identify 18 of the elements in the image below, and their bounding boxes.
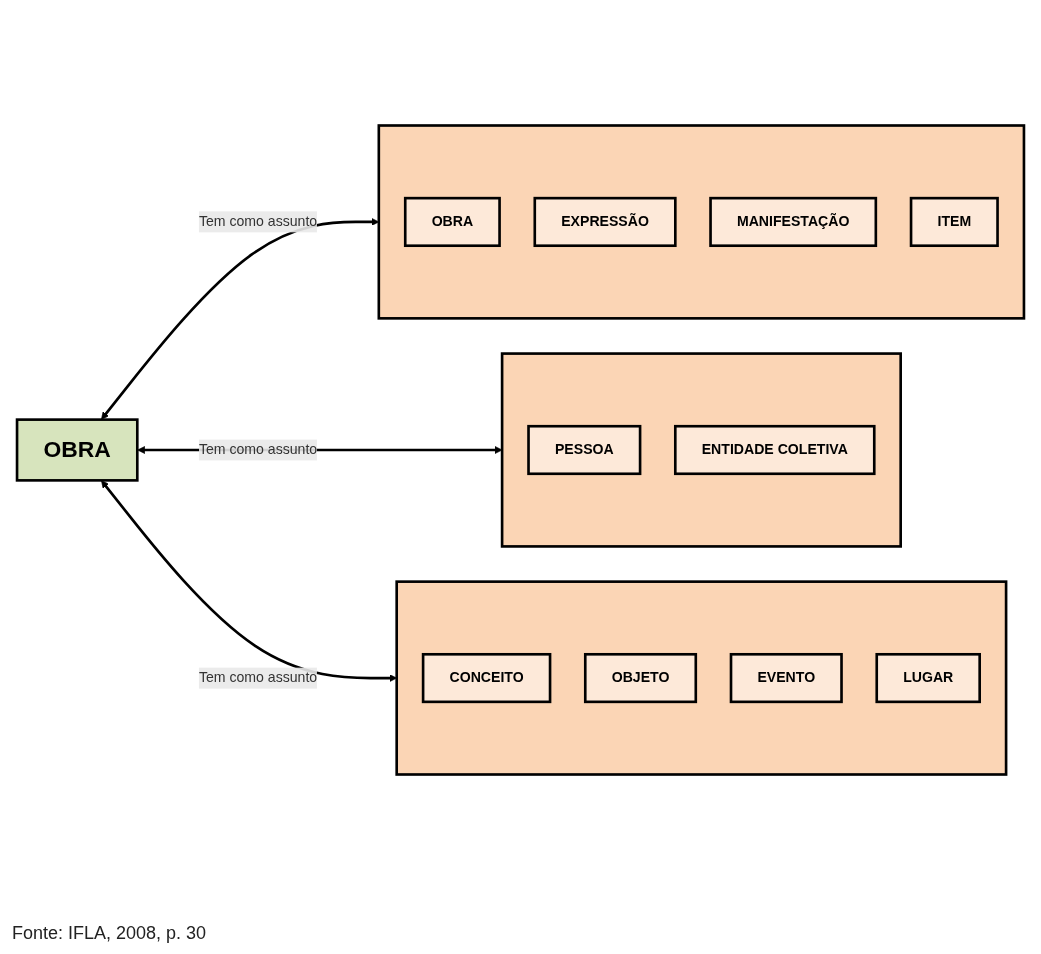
node-box: LUGAR bbox=[875, 652, 981, 704]
node-box: OBRA bbox=[403, 196, 501, 248]
node-box: OBRA bbox=[15, 418, 139, 482]
node-box: EVENTO bbox=[729, 652, 843, 704]
node-box: PESSOA bbox=[527, 424, 642, 476]
edge-label: Tem como assunto bbox=[198, 670, 318, 686]
cluster bbox=[395, 580, 1008, 776]
node-box: OBJETO bbox=[583, 652, 698, 704]
node-box: CONCEITO bbox=[421, 652, 552, 704]
cluster bbox=[377, 124, 1026, 320]
node-box: ENTIDADE COLETIVA bbox=[673, 424, 876, 476]
edge-label: Tem como assunto bbox=[198, 442, 318, 458]
node-box: ITEM bbox=[909, 196, 999, 248]
caption: Fonte: IFLA, 2008, p. 30 bbox=[12, 923, 207, 944]
node-box: MANIFESTAÇÃO bbox=[709, 196, 878, 248]
node-box: EXPRESSÃO bbox=[533, 196, 677, 248]
cluster bbox=[500, 352, 902, 548]
edge-label: Tem como assunto bbox=[198, 214, 318, 229]
